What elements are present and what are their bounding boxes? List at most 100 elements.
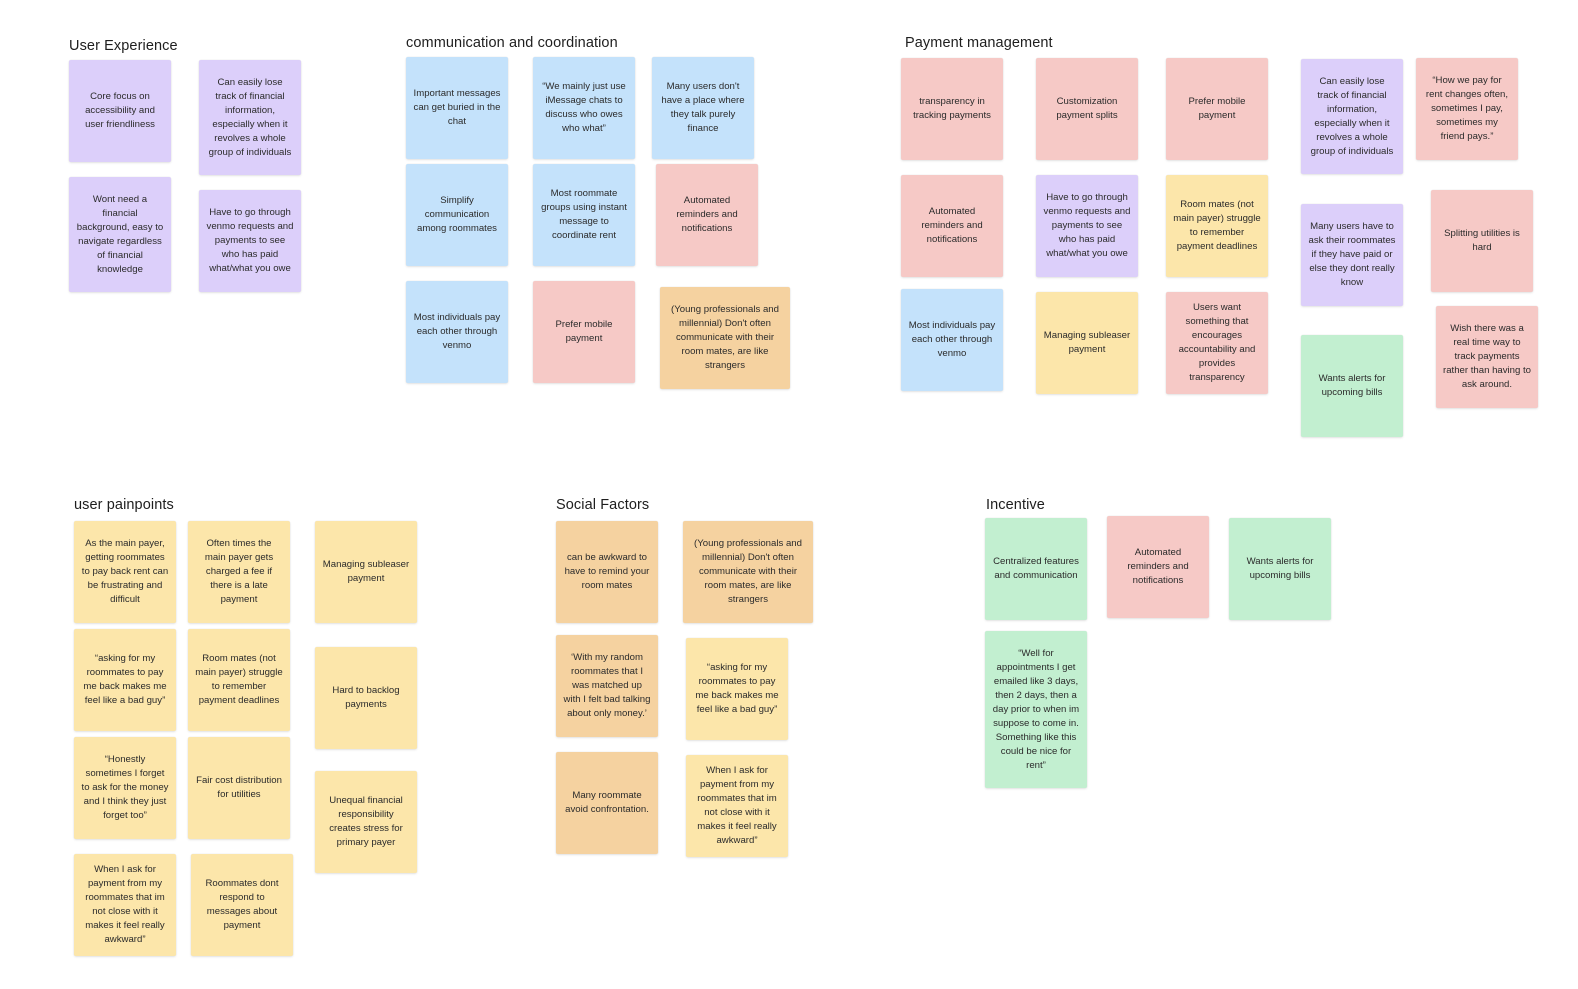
sticky-note[interactable]: Unequal financial responsibility creates… — [315, 771, 417, 873]
sticky-note-text: “We mainly just use iMessage chats to di… — [542, 81, 626, 134]
sticky-note[interactable]: Hard to backlog payments — [315, 647, 417, 749]
sticky-note[interactable]: “asking for my roommates to pay me back … — [74, 629, 176, 731]
sticky-note[interactable]: Automated reminders and notifications — [901, 175, 1003, 277]
sticky-note[interactable]: Most roommate groups using instant messa… — [533, 164, 635, 266]
sticky-note[interactable]: Wish there was a real time way to track … — [1436, 306, 1538, 408]
sticky-note-text: “asking for my roommates to pay me back … — [695, 662, 779, 715]
sticky-note[interactable]: When I ask for payment from my roommates… — [74, 854, 176, 956]
sticky-note[interactable]: Automated reminders and notifications — [656, 164, 758, 266]
sticky-note[interactable]: Important messages can get buried in the… — [406, 57, 508, 159]
sticky-note-text: Many roommate avoid confrontation. — [565, 790, 649, 815]
sticky-note[interactable]: Many users have to ask their roommates i… — [1301, 204, 1403, 306]
sticky-note-text: When I ask for payment from my roommates… — [697, 765, 777, 846]
sticky-note-text: Most individuals pay each other through … — [413, 312, 501, 351]
sticky-note[interactable]: Have to go through venmo requests and pa… — [1036, 175, 1138, 277]
sticky-note[interactable]: Wants alerts for upcoming bills — [1229, 518, 1331, 620]
sticky-note-text: Splitting utilities is hard — [1444, 228, 1520, 253]
sticky-note-text: (Young professionals and millennial) Don… — [671, 304, 779, 371]
sticky-note[interactable]: “Well for appointments I get emailed lik… — [985, 631, 1087, 788]
sticky-note-text: As the main payer, getting roommates to … — [81, 538, 169, 605]
sticky-note-text: “Honestly sometimes I forget to ask for … — [81, 754, 169, 821]
sticky-note[interactable]: “How we pay for rent changes often, some… — [1416, 58, 1518, 160]
sticky-note[interactable]: Fair cost distribution for utilities — [188, 737, 290, 839]
sticky-note-text: “asking for my roommates to pay me back … — [83, 653, 167, 706]
sticky-note-text: Simplify communication among roommates — [417, 195, 497, 234]
sticky-note-text: can be awkward to have to remind your ro… — [564, 552, 650, 591]
sticky-note-text: Most roommate groups using instant messa… — [541, 188, 627, 241]
sticky-note-text: Important messages can get buried in the… — [413, 88, 501, 127]
sticky-note-text: Room mates (not main payer) struggle to … — [1173, 199, 1261, 252]
group-title: User Experience — [69, 38, 178, 54]
sticky-note[interactable]: Customization payment splits — [1036, 58, 1138, 160]
sticky-note[interactable]: When I ask for payment from my roommates… — [686, 755, 788, 857]
sticky-note[interactable]: Managing subleaser payment — [315, 521, 417, 623]
sticky-note[interactable]: Room mates (not main payer) struggle to … — [188, 629, 290, 731]
sticky-note[interactable]: Automated reminders and notifications — [1107, 516, 1209, 618]
sticky-note[interactable]: “asking for my roommates to pay me back … — [686, 638, 788, 740]
group-title: Payment management — [905, 35, 1053, 51]
sticky-note[interactable]: (Young professionals and millennial) Don… — [660, 287, 790, 389]
sticky-note[interactable]: can be awkward to have to remind your ro… — [556, 521, 658, 623]
sticky-note[interactable]: Roommates dont respond to messages about… — [191, 854, 293, 956]
sticky-note[interactable]: Room mates (not main payer) struggle to … — [1166, 175, 1268, 277]
group-title: communication and coordination — [406, 35, 618, 51]
sticky-note-text: Centralized features and communication — [993, 556, 1079, 581]
sticky-note[interactable]: ‘With my random roommates that I was mat… — [556, 635, 658, 737]
sticky-note-text: Customization payment splits — [1056, 96, 1118, 121]
sticky-note-text: Automated reminders and notifications — [1127, 547, 1189, 586]
sticky-note-text: Users want something that encourages acc… — [1178, 302, 1256, 383]
sticky-note[interactable]: Prefer mobile payment — [533, 281, 635, 383]
sticky-note-text: (Young professionals and millennial) Don… — [694, 538, 802, 605]
sticky-note[interactable]: Most individuals pay each other through … — [406, 281, 508, 383]
group-title: Social Factors — [556, 497, 650, 513]
sticky-note[interactable]: Centralized features and communication — [985, 518, 1087, 620]
sticky-note-text: Wont need a financial background, easy t… — [76, 193, 164, 275]
sticky-note-text: Managing subleaser payment — [322, 559, 410, 584]
sticky-note-text: When I ask for payment from my roommates… — [85, 864, 165, 945]
sticky-note[interactable]: Have to go through venmo requests and pa… — [199, 190, 301, 292]
sticky-note-text: Can easily lose track of financial infor… — [1310, 75, 1394, 157]
sticky-note-text: Unequal financial responsibility creates… — [329, 795, 403, 848]
sticky-note[interactable]: Wants alerts for upcoming bills — [1301, 335, 1403, 437]
sticky-note-text: Often times the main payer gets charged … — [204, 538, 274, 605]
sticky-note[interactable]: Prefer mobile payment — [1166, 58, 1268, 160]
sticky-note[interactable]: “Honestly sometimes I forget to ask for … — [74, 737, 176, 839]
sticky-note-text: Wish there was a real time way to track … — [1443, 323, 1532, 390]
sticky-note[interactable]: Can easily lose track of financial infor… — [1301, 59, 1403, 174]
sticky-note-text: ‘With my random roommates that I was mat… — [563, 652, 651, 719]
sticky-note[interactable]: Splitting utilities is hard — [1431, 190, 1533, 292]
sticky-note[interactable]: Can easily lose track of financial infor… — [199, 60, 301, 175]
sticky-note-text: Room mates (not main payer) struggle to … — [195, 653, 283, 706]
sticky-note[interactable]: As the main payer, getting roommates to … — [74, 521, 176, 623]
sticky-note-text: Hard to backlog payments — [332, 685, 400, 710]
sticky-note-text: Many users don't have a place where they… — [661, 81, 745, 134]
sticky-note-text: Roommates dont respond to messages about… — [205, 878, 279, 931]
sticky-note[interactable]: Many roommate avoid confrontation. — [556, 752, 658, 854]
sticky-note-text: Have to go through venmo requests and pa… — [206, 207, 294, 274]
sticky-note[interactable]: Many users don't have a place where they… — [652, 57, 754, 159]
sticky-note-text: Can easily lose track of financial infor… — [208, 76, 292, 158]
sticky-note[interactable]: Most individuals pay each other through … — [901, 289, 1003, 391]
sticky-note-text: Automated reminders and notifications — [921, 206, 983, 245]
sticky-note-text: Automated reminders and notifications — [676, 195, 738, 234]
sticky-note-text: transparency in tracking payments — [913, 96, 991, 121]
group-title: Incentive — [986, 497, 1045, 513]
sticky-note[interactable]: Wont need a financial background, easy t… — [69, 177, 171, 292]
sticky-note[interactable]: Managing subleaser payment — [1036, 292, 1138, 394]
sticky-note-text: Most individuals pay each other through … — [908, 320, 996, 359]
sticky-note[interactable]: Core focus on accessibility and user fri… — [69, 60, 171, 162]
sticky-note-text: Wants alerts for upcoming bills — [1318, 373, 1386, 398]
sticky-note[interactable]: transparency in tracking payments — [901, 58, 1003, 160]
sticky-note-text: Prefer mobile payment — [555, 319, 613, 344]
sticky-note-text: Wants alerts for upcoming bills — [1246, 556, 1314, 581]
sticky-note[interactable]: (Young professionals and millennial) Don… — [683, 521, 813, 623]
sticky-note[interactable]: Often times the main payer gets charged … — [188, 521, 290, 623]
sticky-note-text: Many users have to ask their roommates i… — [1308, 221, 1396, 288]
sticky-note-text: Managing subleaser payment — [1043, 330, 1131, 355]
sticky-note[interactable]: Users want something that encourages acc… — [1166, 292, 1268, 394]
sticky-note[interactable]: Simplify communication among roommates — [406, 164, 508, 266]
sticky-note-text: Have to go through venmo requests and pa… — [1043, 192, 1131, 259]
sticky-note-text: Fair cost distribution for utilities — [196, 775, 282, 800]
sticky-note[interactable]: “We mainly just use iMessage chats to di… — [533, 57, 635, 159]
